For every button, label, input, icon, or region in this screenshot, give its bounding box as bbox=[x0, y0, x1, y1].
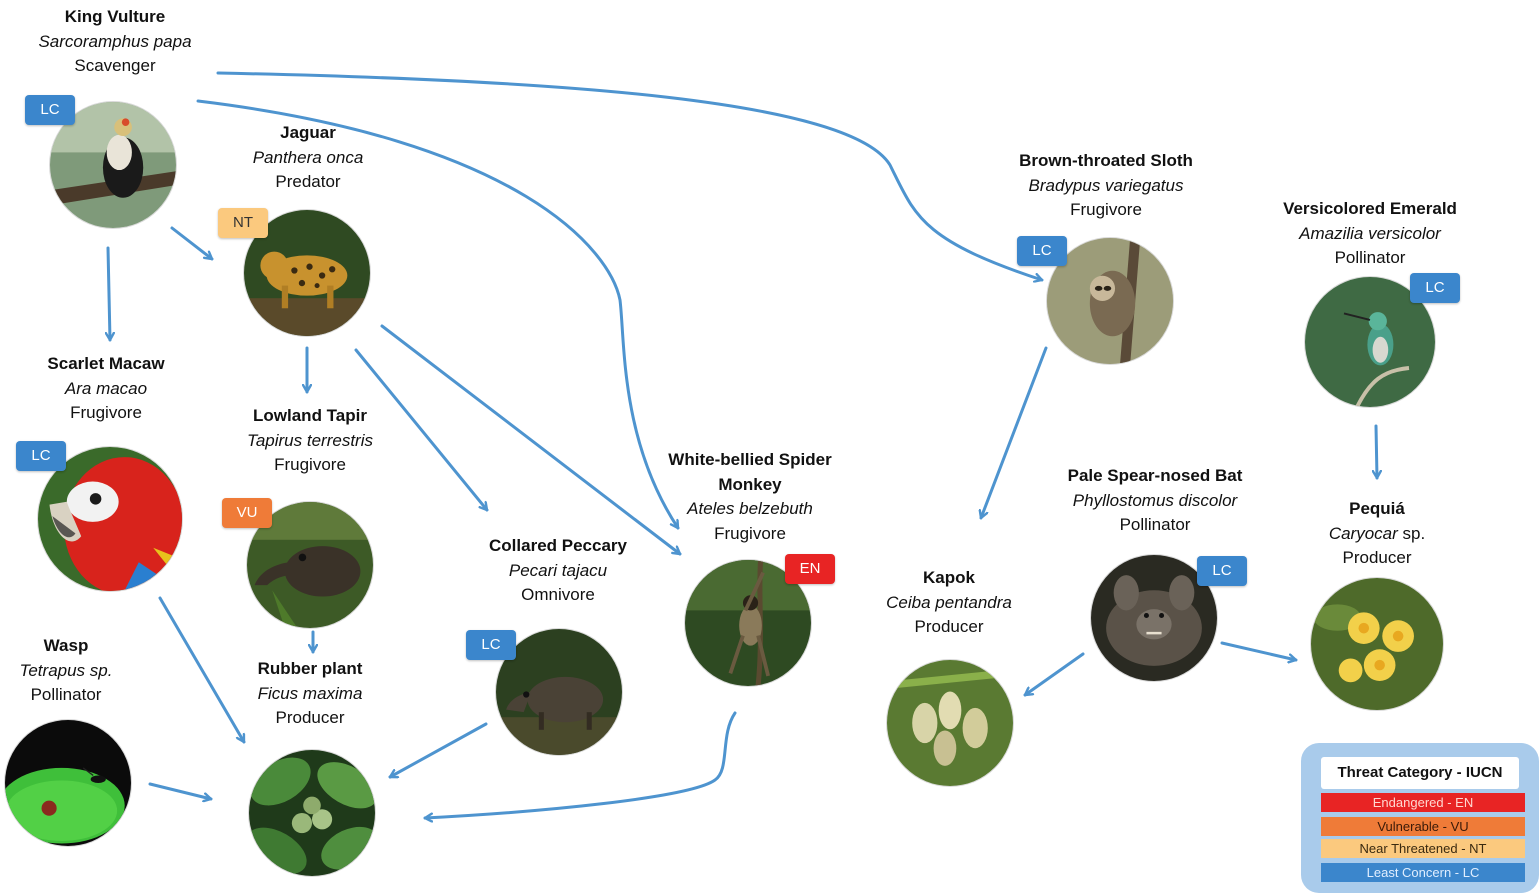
sloth-common-name: Brown-throated Sloth bbox=[1019, 151, 1193, 170]
rubber-plant-common-name: Rubber plant bbox=[257, 659, 363, 678]
kapok-label: Kapok Ceiba pentandra Producer bbox=[829, 566, 1069, 640]
emerald-role: Pollinator bbox=[1334, 248, 1406, 267]
jaguar-common-name: Jaguar bbox=[280, 123, 336, 142]
jaguar-scientific-name: Panthera onca bbox=[252, 147, 364, 167]
collared-peccary-status-badge: LC bbox=[466, 630, 516, 660]
arrow-bat-to-kapok bbox=[1023, 652, 1085, 697]
spider-monkey-common-name-line1: White-bellied Spider bbox=[668, 450, 832, 469]
wasp-role: Pollinator bbox=[30, 685, 102, 704]
arrow-monkey-to-rubber bbox=[423, 711, 737, 818]
legend-item-near-threatened: Near Threatened - NT bbox=[1321, 839, 1525, 858]
lowland-tapir-scientific-name: Tapirus terrestris bbox=[247, 430, 373, 450]
wasp-label: Wasp Tetrapus sp. Pollinator bbox=[0, 634, 186, 708]
sloth-role: Frugivore bbox=[1070, 200, 1142, 219]
spider-monkey-label: White-bellied Spider Monkey Ateles belze… bbox=[630, 448, 870, 546]
iucn-legend: Threat Category - IUCN Endangered - EN V… bbox=[1301, 743, 1539, 893]
king-vulture-status-badge: LC bbox=[25, 95, 75, 125]
lowland-tapir-role: Frugivore bbox=[274, 455, 346, 474]
kapok-scientific-name: Ceiba pentandra bbox=[886, 592, 1012, 612]
jaguar-label: Jaguar Panthera onca Predator bbox=[188, 121, 428, 195]
arrow-bat-to-pequia bbox=[1220, 641, 1298, 660]
collared-peccary-role: Omnivore bbox=[521, 585, 595, 604]
collared-peccary-label: Collared Peccary Pecari tajacu Omnivore bbox=[438, 534, 678, 608]
legend-item-least-concern: Least Concern - LC bbox=[1321, 863, 1525, 882]
rubber-plant-role: Producer bbox=[275, 708, 345, 727]
pequia-scientific-name: Caryocar sp. bbox=[1257, 522, 1497, 547]
legend-title: Threat Category - IUCN bbox=[1321, 757, 1519, 789]
bat-photo bbox=[1091, 555, 1217, 681]
sloth-photo bbox=[1047, 238, 1173, 364]
wasp-scientific-name: Tetrapus sp. bbox=[19, 660, 113, 680]
bat-label: Pale Spear-nosed Bat Phyllostomus discol… bbox=[1035, 464, 1275, 538]
arrow-jaguar-to-peccary bbox=[354, 348, 489, 512]
rubber-plant-scientific-name: Ficus maxima bbox=[257, 683, 363, 703]
emerald-label: Versicolored Emerald Amazilia versicolor… bbox=[1250, 197, 1490, 271]
king-vulture-label: King Vulture Sarcoramphus papa Scavenger bbox=[0, 5, 235, 79]
rubber-plant-photo bbox=[249, 750, 375, 876]
scarlet-macaw-status-badge: LC bbox=[16, 441, 66, 471]
lowland-tapir-label: Lowland Tapir Tapirus terrestris Frugivo… bbox=[190, 404, 430, 478]
arrow-vulture-to-sloth bbox=[216, 71, 1044, 280]
jaguar-status-badge: NT bbox=[218, 208, 268, 238]
lowland-tapir-common-name: Lowland Tapir bbox=[253, 406, 367, 425]
emerald-scientific-name: Amazilia versicolor bbox=[1299, 223, 1441, 243]
sloth-status-badge: LC bbox=[1017, 236, 1067, 266]
pequia-genus: Caryocar bbox=[1328, 523, 1398, 543]
pequia-species-suffix: sp. bbox=[1397, 523, 1426, 543]
arrow-emerald-to-pequia bbox=[1376, 424, 1377, 480]
pequia-label: Pequiá Caryocar sp. Producer bbox=[1257, 497, 1497, 571]
arrow-vulture-to-macaw bbox=[108, 246, 110, 342]
rubber-plant-label: Rubber plant Ficus maxima Producer bbox=[190, 657, 430, 731]
scarlet-macaw-role: Frugivore bbox=[70, 403, 142, 422]
spider-monkey-common-name-line2: Monkey bbox=[718, 474, 782, 494]
pequia-common-name: Pequiá bbox=[1349, 499, 1405, 518]
sloth-label: Brown-throated Sloth Bradypus variegatus… bbox=[986, 149, 1226, 223]
lowland-tapir-status-badge: VU bbox=[222, 498, 272, 528]
spider-monkey-status-badge: EN bbox=[785, 554, 835, 584]
arrow-vulture-to-monkey bbox=[196, 99, 680, 530]
kapok-photo bbox=[887, 660, 1013, 786]
pequia-role: Producer bbox=[1342, 548, 1412, 567]
pequia-photo bbox=[1311, 578, 1443, 710]
arrow-peccary-to-rubber bbox=[388, 722, 488, 779]
spider-monkey-role: Frugivore bbox=[714, 523, 786, 543]
arrow-sloth-to-kapok bbox=[981, 346, 1048, 520]
wasp-photo bbox=[5, 720, 131, 846]
legend-item-vulnerable: Vulnerable - VU bbox=[1321, 817, 1525, 836]
bat-status-badge: LC bbox=[1197, 556, 1247, 586]
wasp-common-name: Wasp bbox=[43, 636, 89, 655]
scarlet-macaw-scientific-name: Ara macao bbox=[64, 378, 148, 398]
scarlet-macaw-photo bbox=[38, 447, 182, 591]
jaguar-role: Predator bbox=[275, 172, 341, 191]
collared-peccary-scientific-name: Pecari tajacu bbox=[508, 560, 608, 580]
emerald-status-badge: LC bbox=[1410, 273, 1460, 303]
bat-common-name: Pale Spear-nosed Bat bbox=[1067, 466, 1243, 485]
collared-peccary-common-name: Collared Peccary bbox=[489, 536, 627, 555]
king-vulture-common-name: King Vulture bbox=[64, 7, 166, 26]
scarlet-macaw-label: Scarlet Macaw Ara macao Frugivore bbox=[0, 352, 226, 426]
sloth-scientific-name: Bradypus variegatus bbox=[1028, 175, 1184, 195]
scarlet-macaw-common-name: Scarlet Macaw bbox=[47, 354, 165, 373]
arrow-wasp-to-rubber bbox=[148, 782, 213, 799]
spider-monkey-scientific-name: Ateles belzebuth bbox=[687, 499, 813, 518]
lowland-tapir-photo bbox=[247, 502, 373, 628]
kapok-role: Producer bbox=[914, 617, 984, 636]
kapok-common-name: Kapok bbox=[923, 568, 975, 587]
bat-scientific-name: Phyllostomus discolor bbox=[1072, 490, 1238, 510]
emerald-common-name: Versicolored Emerald bbox=[1283, 199, 1457, 218]
arrow-macaw-to-rubber bbox=[158, 596, 246, 744]
arrow-vulture-to-jaguar bbox=[170, 226, 214, 261]
bat-role: Pollinator bbox=[1119, 515, 1191, 534]
legend-item-endangered: Endangered - EN bbox=[1321, 793, 1525, 812]
king-vulture-scientific-name: Sarcoramphus papa bbox=[38, 31, 192, 51]
arrow-jaguar-to-monkey bbox=[380, 324, 682, 556]
king-vulture-role: Scavenger bbox=[74, 56, 156, 75]
